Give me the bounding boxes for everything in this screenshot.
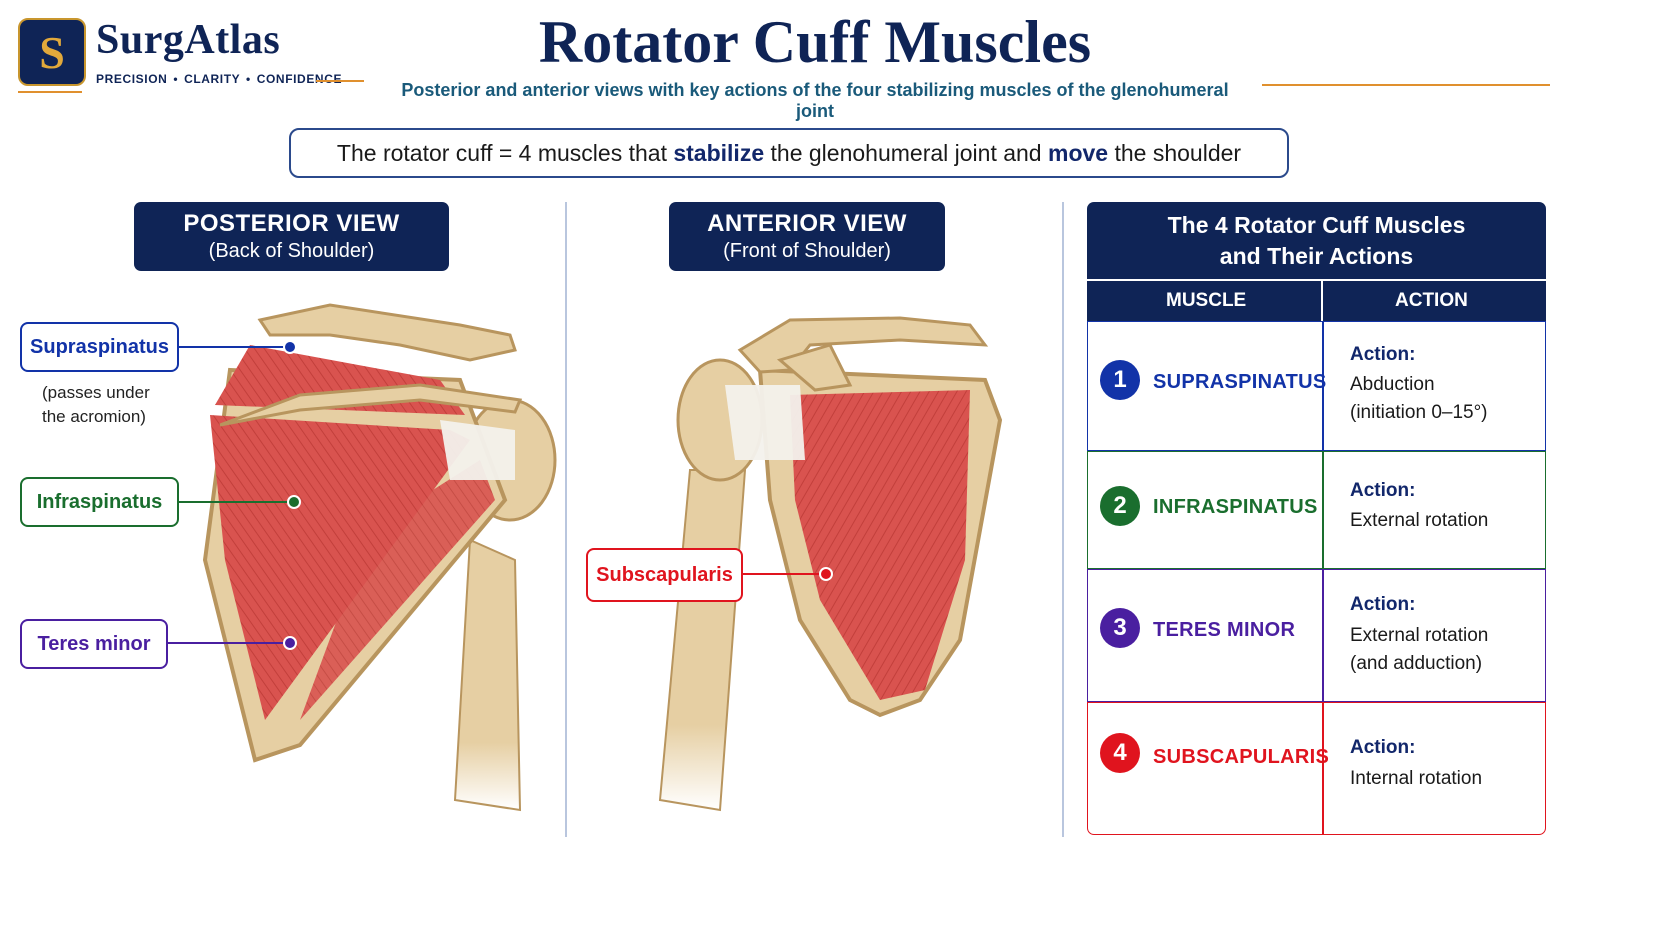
label-teres-minor: Teres minor <box>20 619 168 669</box>
posterior-view-title: POSTERIOR VIEW <box>183 210 400 237</box>
label-subscapularis: Subscapularis <box>586 548 743 602</box>
anterior-view-title: ANTERIOR VIEW <box>707 210 907 237</box>
teres-minor-muscle <box>300 460 495 720</box>
table-title: The 4 Rotator Cuff Muscles and Their Act… <box>1087 202 1546 279</box>
banner-emphasis-stabilize: stabilize <box>673 139 765 166</box>
action-text: External rotation <box>1350 507 1488 535</box>
action-line2: (and adduction) <box>1350 653 1483 674</box>
col-header-muscle: MUSCLE <box>1166 290 1247 311</box>
action-text: Internal rotation <box>1350 765 1482 793</box>
muscle-name: SUPRASPINATUS <box>1153 371 1327 393</box>
muscle-name: INFRASPINATUS <box>1153 496 1318 518</box>
header-separator <box>1321 281 1323 321</box>
action-label: Action: <box>1350 480 1416 501</box>
row-number-badge: 3 <box>1100 608 1140 648</box>
row-number-badge: 4 <box>1100 733 1140 773</box>
table-row: 1 SUPRASPINATUS Action: Abduction (initi… <box>1087 321 1546 451</box>
table-row: 2 INFRASPINATUS Action: External rotatio… <box>1087 451 1546 569</box>
action-line1: Internal rotation <box>1350 768 1483 789</box>
table-row: 4 SUBSCAPULARIS Action: Internal rotatio… <box>1087 702 1546 835</box>
banner-middle: the glenohumeral joint and <box>764 139 1048 166</box>
action-label: Action: <box>1350 344 1416 365</box>
scapular-spine <box>219 383 523 427</box>
banner-prefix: The rotator cuff = 4 muscles that <box>336 139 674 166</box>
action-text: Abduction (initiation 0–15°) <box>1350 371 1488 427</box>
label-infraspinatus: Infraspinatus <box>20 477 179 527</box>
subscapularis-muscle <box>790 390 970 700</box>
table-title-line1: The 4 Rotator Cuff Muscles <box>1167 212 1466 238</box>
supraspinatus-pin <box>283 340 297 354</box>
supraspinatus-note: (passes under the acromion) <box>42 381 150 429</box>
anterior-view-subtitle: (Front of Shoulder) <box>723 240 891 262</box>
acromion <box>257 303 517 362</box>
label-supraspinatus: Supraspinatus <box>20 322 179 372</box>
table-row: 3 TERES MINOR Action: External rotation … <box>1087 569 1546 702</box>
panel-divider-left <box>565 202 567 837</box>
muscle-actions-table: The 4 Rotator Cuff Muscles and Their Act… <box>1087 202 1546 835</box>
teres-minor-pin <box>283 636 297 650</box>
posterior-tendons <box>440 420 515 480</box>
page-subtitle: Posterior and anterior views with key ac… <box>401 80 1229 121</box>
supraspinatus-note-line1: (passes under <box>42 383 150 402</box>
brand-name: SurgAtlas <box>96 17 281 63</box>
posterior-view-subtitle: (Back of Shoulder) <box>208 240 375 262</box>
panel-divider-right <box>1062 202 1064 837</box>
brand-logo: S <box>18 18 86 86</box>
posterior-view-heading: POSTERIOR VIEW (Back of Shoulder) <box>134 202 449 271</box>
brand-tagline: PRECISION • CLARITY • CONFIDENCE <box>96 72 343 86</box>
row-number-badge: 2 <box>1100 486 1140 526</box>
action-text: External rotation (and adduction) <box>1350 622 1488 678</box>
anterior-tendons <box>725 385 805 460</box>
muscle-name: SUBSCAPULARIS <box>1153 746 1330 768</box>
muscle-name: TERES MINOR <box>1153 619 1296 641</box>
row-separator <box>1322 703 1324 834</box>
acromion-anterior <box>737 316 989 374</box>
brand-accent-line <box>316 80 364 82</box>
row-number-badge: 1 <box>1100 360 1140 400</box>
coracoid-process <box>776 343 853 392</box>
row-separator <box>1322 322 1324 450</box>
action-line1: External rotation <box>1350 510 1489 531</box>
action-line2: (initiation 0–15°) <box>1350 402 1488 423</box>
summary-banner: The rotator cuff = 4 muscles that stabil… <box>289 128 1289 178</box>
supraspinatus-note-line2: the acromion) <box>42 407 146 426</box>
row-separator <box>1322 570 1324 701</box>
table-title-line2: and Their Actions <box>1219 243 1414 269</box>
infraspinatus-pin <box>287 495 301 509</box>
action-line1: External rotation <box>1350 625 1489 646</box>
table-header: MUSCLE ACTION <box>1087 281 1546 321</box>
logo-letter: S <box>39 26 65 78</box>
brand-underline <box>18 91 82 93</box>
anterior-scapula <box>725 316 1003 718</box>
action-line1: Abduction <box>1350 374 1435 395</box>
subscapularis-pin <box>819 567 833 581</box>
action-label: Action: <box>1350 737 1416 758</box>
banner-suffix: the shoulder <box>1108 139 1242 166</box>
page-title: Rotator Cuff Muscles <box>538 9 1092 75</box>
row-separator <box>1322 452 1324 568</box>
action-label: Action: <box>1350 594 1416 615</box>
subtitle-accent-line <box>1262 84 1550 86</box>
banner-emphasis-move: move <box>1048 139 1109 166</box>
anterior-view-heading: ANTERIOR VIEW (Front of Shoulder) <box>669 202 945 271</box>
col-header-action: ACTION <box>1395 290 1468 311</box>
posterior-scapula <box>202 303 523 763</box>
